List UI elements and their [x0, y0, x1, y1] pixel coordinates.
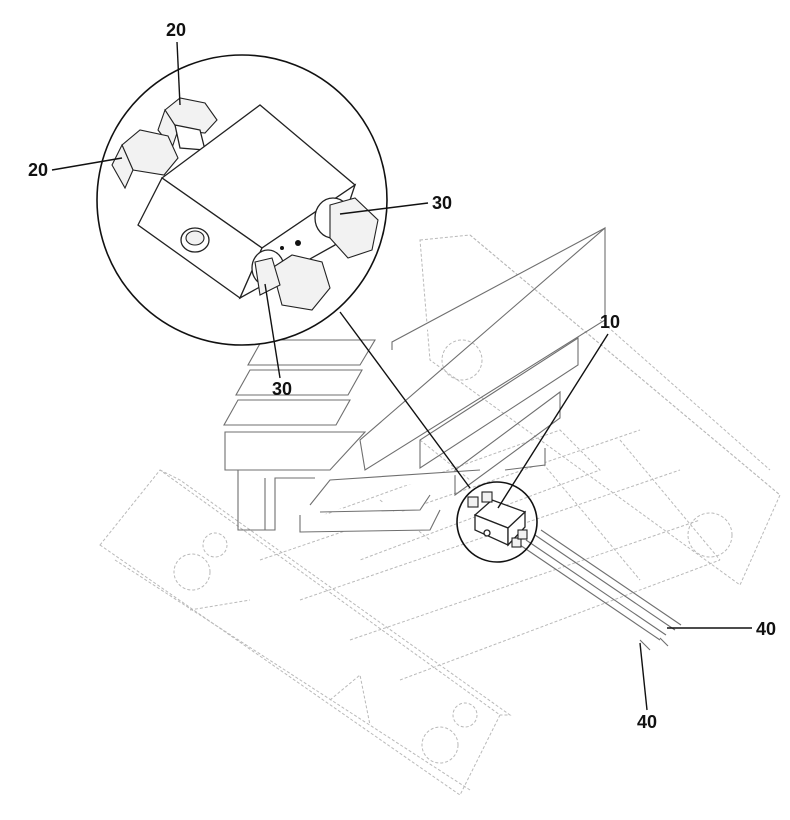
callout-40-right: 40 — [756, 619, 776, 639]
callout-30-bottom: 30 — [272, 379, 292, 399]
callout-30-right: 30 — [432, 193, 452, 213]
callout-40-bottom: 40 — [637, 712, 657, 732]
ring-connector-line — [339, 311, 471, 489]
callout-10: 10 — [600, 312, 620, 332]
callout-20-left: 20 — [28, 160, 48, 180]
callout-20-top: 20 — [166, 20, 186, 40]
hoses — [519, 529, 682, 651]
leader-lines — [51, 41, 752, 711]
bracket-outline — [223, 226, 606, 533]
detail-ring-small — [456, 481, 538, 563]
detail-ring-large — [96, 54, 388, 346]
